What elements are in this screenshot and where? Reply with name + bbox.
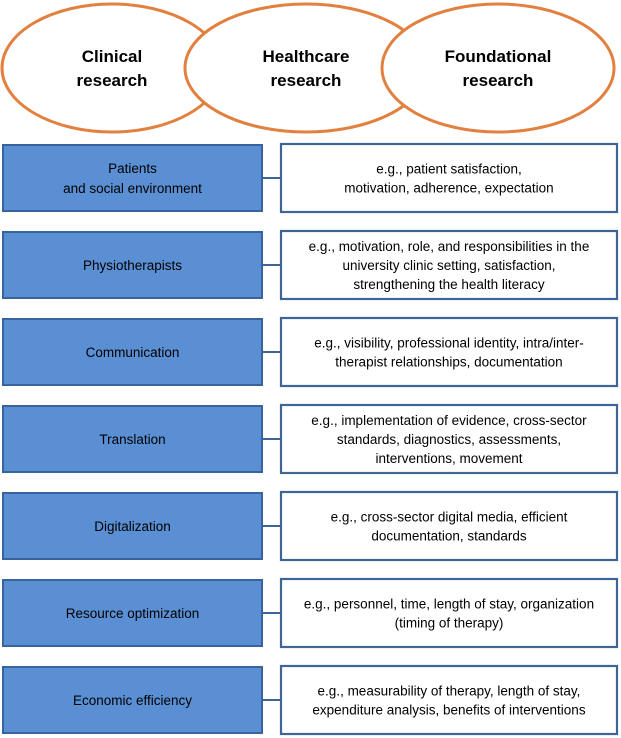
resource-optimization-examples-text: e.g., personnel, time, length of stay, o… (304, 597, 594, 612)
resource-optimization-category-label: Resource optimization (66, 606, 200, 621)
resource-optimization-category-box (2, 579, 263, 647)
physiotherapists-category-label: Physiotherapists (83, 258, 182, 273)
resource-optimization-examples-text: (timing of therapy) (395, 616, 504, 631)
physiotherapists-examples-text: e.g., motivation, role, and responsibili… (309, 239, 590, 254)
digitalization-examples-text: documentation, standards (371, 529, 527, 544)
communication-category-label: Communication (86, 345, 180, 360)
patients-and-social-environment-examples-text: e.g., patient satisfaction, (376, 162, 522, 177)
topic-row: Digitalization e.g., cross-sector digital… (2, 490, 619, 562)
patients-and-social-environment-category-label: and social environment (63, 181, 202, 196)
topic-row: Resource optimization e.g., personnel, ti… (2, 577, 619, 649)
foundational-research-label: Foundational (445, 47, 552, 66)
research-topic-rows: Patients and social environment e.g., pati… (2, 142, 619, 736)
physiotherapists-examples-box (279, 229, 619, 301)
translation-examples-text: e.g., implementation of evidence, cross-… (311, 413, 587, 428)
foundational-research-label: research (463, 71, 534, 90)
communication-category-box (2, 318, 263, 386)
topic-row: Economic efficiency e.g., measurability o… (2, 664, 619, 736)
digitalization-category-box (2, 492, 263, 560)
clinical-research-label: Clinical (82, 47, 142, 66)
healthcare-research-label: research (271, 71, 342, 90)
topic-row: Patients and social environment e.g., pati… (2, 142, 619, 214)
patients-and-social-environment-category-box (2, 144, 263, 212)
topic-row: Physiotherapists e.g., motivation, role, … (2, 229, 619, 301)
physiotherapists-examples-text: university clinic setting, satisfaction, (342, 258, 555, 273)
economic-efficiency-examples-text: e.g., measurability of therapy, length o… (318, 684, 581, 699)
foundational-research-ellipse (380, 2, 616, 134)
healthcare-research-label: Healthcare (263, 47, 350, 66)
communication-examples-text: e.g., visibility, professional identity,… (314, 336, 584, 351)
economic-efficiency-category-box (2, 666, 263, 734)
research-area-ellipses: Clinical research Healthcare research Founda… (0, 2, 616, 134)
resource-optimization-examples-box (279, 577, 619, 649)
physiotherapists-examples-text: strengthening the health literacy (353, 277, 545, 292)
patients-and-social-environment-examples-text: motivation, adherence, expectation (344, 181, 553, 196)
physiotherapists-category-box (2, 231, 263, 299)
translation-category-label: Translation (99, 432, 165, 447)
patients-and-social-environment-examples-box (279, 142, 619, 214)
digitalization-examples-text: e.g., cross-sector digital media, effici… (331, 510, 568, 525)
digitalization-category-label: Digitalization (94, 519, 171, 534)
economic-efficiency-examples-text: expenditure analysis, benefits of interv… (312, 703, 585, 718)
economic-efficiency-category-label: Economic efficiency (73, 693, 192, 708)
communication-examples-box (279, 316, 619, 388)
translation-examples-text: interventions, movement (375, 451, 522, 466)
topic-row: Translation e.g., implementation of evide… (2, 403, 619, 475)
topic-row: Communication e.g., visibility, professio… (2, 316, 619, 388)
communication-examples-text: therapist relationships, documentation (335, 355, 562, 370)
translation-examples-box (279, 403, 619, 475)
digitalization-examples-box (279, 490, 619, 562)
translation-examples-text: standards, diagnostics, assessments, (337, 432, 561, 447)
clinical-research-label: research (77, 71, 148, 90)
translation-category-box (2, 405, 263, 473)
patients-and-social-environment-category-label: Patients (108, 161, 157, 176)
economic-efficiency-examples-box (279, 664, 619, 736)
